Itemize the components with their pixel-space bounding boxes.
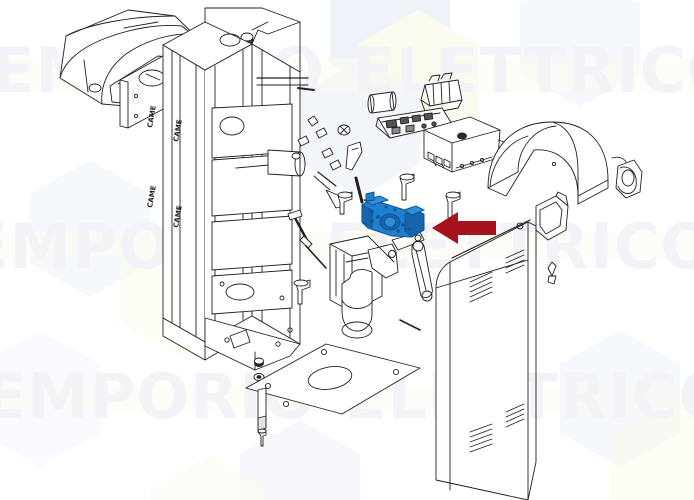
bolt-long	[299, 235, 327, 269]
pin-right	[297, 87, 315, 91]
screw	[293, 279, 311, 305]
screw	[399, 173, 415, 201]
part-thin-rod	[354, 176, 364, 204]
part-fastener-cluster	[291, 115, 363, 209]
part-rod-bottom	[399, 319, 421, 331]
screw	[445, 191, 461, 219]
brand-label: CAME	[172, 205, 184, 229]
part-main-column-frame	[162, 7, 309, 371]
brand-label: CAME	[172, 119, 184, 143]
nut	[254, 357, 264, 367]
part-gearmotor-assembly	[329, 231, 425, 339]
brand-label: CAME	[146, 185, 158, 209]
part-base-anchor-plate	[245, 343, 421, 431]
part-screws-and-fasteners	[253, 87, 461, 447]
watermark-word: ELETTRICO	[352, 34, 694, 107]
part-lock-cylinder	[611, 156, 643, 199]
part-connecting-link-rod	[411, 240, 433, 302]
part-front-door-panel	[435, 219, 557, 500]
part-capacitor	[367, 91, 397, 114]
brand-label: CAME	[146, 105, 158, 129]
part-control-box-enclosure	[423, 116, 505, 173]
brand-labels-column: CAME CAME CAME CAME	[146, 105, 184, 229]
part-dome-top-cover	[487, 121, 609, 205]
pointer-arrow	[432, 212, 496, 244]
support-bracket-highlight[interactable]	[361, 191, 426, 238]
screw	[337, 191, 353, 215]
part-transformer	[420, 72, 463, 115]
screw-small	[257, 428, 267, 447]
